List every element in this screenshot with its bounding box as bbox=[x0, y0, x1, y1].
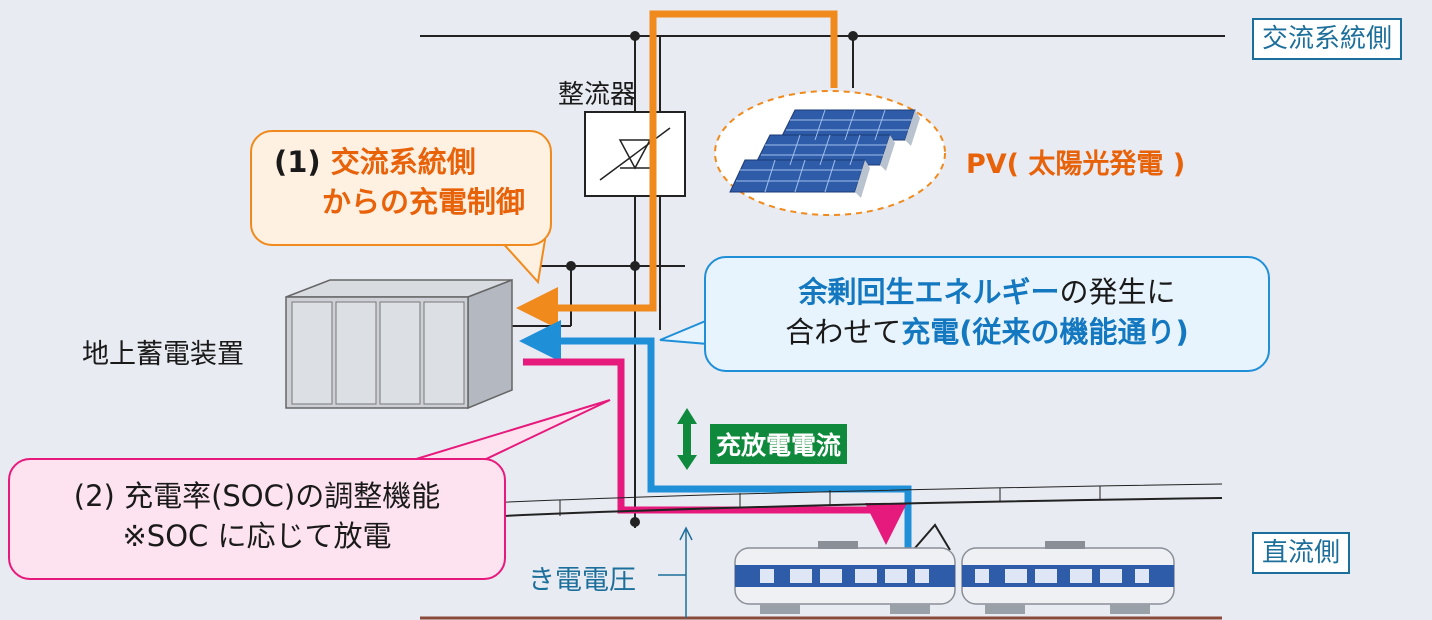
current-label: 充放電電流 bbox=[710, 424, 848, 464]
regen-callout-part4: 充電(従来の機能通り) bbox=[901, 315, 1189, 349]
current-double-arrow bbox=[677, 408, 697, 470]
regen-charge-path bbox=[519, 320, 912, 548]
ac-charge-path bbox=[516, 10, 838, 329]
soc-discharge-path bbox=[523, 358, 907, 545]
ac-side-label: 交流系統側 bbox=[1252, 18, 1403, 60]
soc-callout: (2) 充電率(SOC)の調整機能 ※SOC に応じて放電 bbox=[8, 458, 506, 580]
ac-callout-line1: 交流系統側 bbox=[330, 145, 476, 179]
ac-callout-pointer bbox=[497, 239, 547, 285]
rectifier-icon bbox=[584, 111, 686, 197]
storage-cabinet-icon bbox=[285, 278, 513, 410]
solar-panel-icon bbox=[729, 109, 920, 198]
storage-label: 地上蓄電装置 bbox=[82, 339, 244, 370]
rectifier-label: 整流器 bbox=[558, 80, 637, 110]
ac-charge-callout: (1) 交流系統側 からの充電制御 bbox=[250, 130, 552, 246]
pv-label: PV( 太陽光発電 ) bbox=[966, 149, 1186, 180]
ac-callout-line2: からの充電制御 bbox=[322, 185, 526, 219]
soc-callout-line2: ※SOC に応じて放電 bbox=[122, 519, 392, 553]
regen-callout-part1: 余剰回生エネルギー bbox=[798, 275, 1060, 309]
regen-charge-callout: 余剰回生エネルギーの発生に 合わせて充電(従来の機能通り) bbox=[704, 256, 1270, 372]
voltage-arrowhead bbox=[679, 526, 693, 541]
dc-side-label: 直流側 bbox=[1252, 532, 1351, 574]
train-icon bbox=[734, 523, 1175, 614]
soc-callout-line1: (2) 充電率(SOC)の調整機能 bbox=[73, 479, 441, 513]
regen-callout-part3: 合わせて bbox=[785, 315, 902, 349]
storage-bus-node-2 bbox=[630, 261, 640, 271]
regen-callout-part2: の発生に bbox=[1059, 275, 1176, 309]
catenary-voltage-label: き電電圧 bbox=[528, 565, 636, 596]
catenary-node bbox=[630, 517, 640, 527]
ac-callout-prefix: (1) bbox=[274, 145, 331, 179]
